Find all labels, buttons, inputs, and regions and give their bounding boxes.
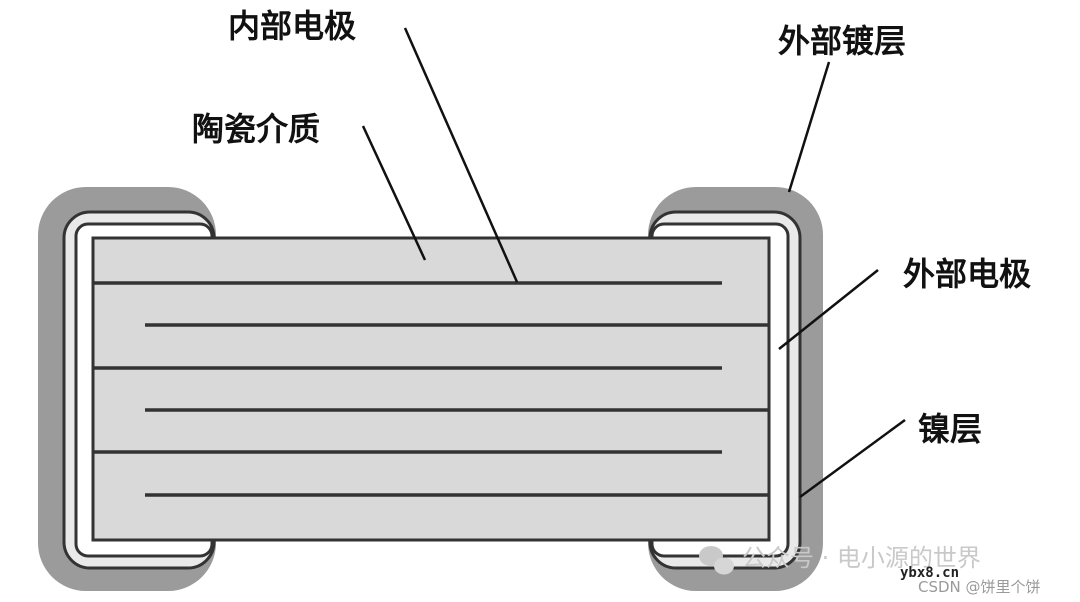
csdn-watermark: CSDN @饼里个饼 [918, 578, 1041, 596]
leader-outer-electrode [778, 269, 879, 350]
leader-nickel-layer [799, 418, 906, 499]
wechat-watermark: 公众号 · 电小源的世界 [699, 544, 981, 575]
label-outer-plating: 外部镀层 [778, 22, 906, 60]
label-nickel-layer: 镍层 [918, 410, 982, 448]
watermark-text: 公众号 · 电小源的世界 [742, 544, 981, 572]
label-ceramic-dielectric: 陶瓷介质 [192, 110, 320, 148]
site-watermark: ybx8.cn [900, 565, 959, 581]
leader-inner-electrode [403, 27, 519, 283]
leader-ceramic-dielectric [361, 125, 427, 261]
leader-lines [361, 27, 906, 499]
leader-outer-plating [787, 61, 831, 193]
internal-electrodes [93, 281, 769, 497]
wechat-icon [699, 546, 734, 575]
label-inner-electrode: 内部电极 [228, 7, 356, 45]
label-outer-electrode: 外部电极 [903, 255, 1031, 293]
ceramic-body [91, 236, 771, 542]
